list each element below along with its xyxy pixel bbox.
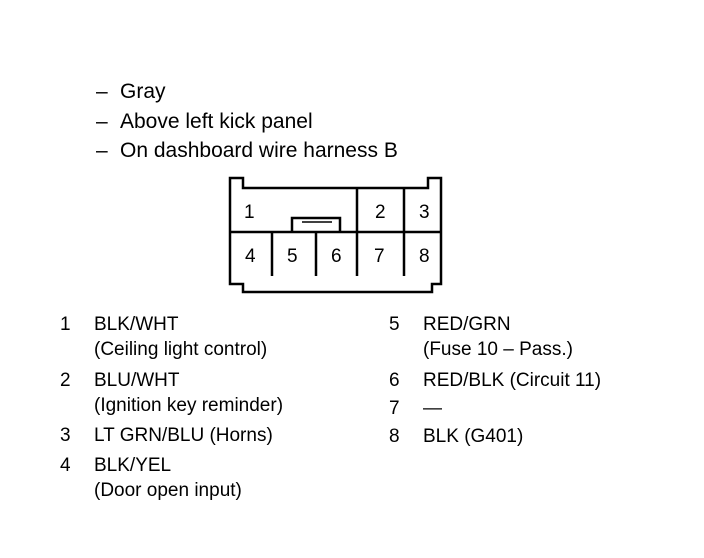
pin-number: 2 [60,370,71,391]
cavity-label-7: 7 [374,246,385,267]
header-line-location: –Above left kick panel [96,109,313,135]
header-text: On dashboard wire harness B [120,139,398,162]
wire-color: BLU/WHT [94,370,180,391]
header-text: Gray [120,80,166,103]
cavity-label-3: 3 [419,202,430,223]
wire-color: BLK/WHT [94,314,179,335]
pin-description: (Fuse 10 – Pass.) [423,339,573,360]
pin-number: 3 [60,425,71,446]
pin-number: 4 [60,455,71,476]
header-line-color: –Gray [96,79,166,105]
cavity-label-5: 5 [287,246,298,267]
pin-description: (Ignition key reminder) [94,395,284,416]
header-dash: – [96,80,108,103]
wire-color: BLK/YEL [94,455,172,476]
pin-number: 6 [389,370,400,391]
header-line-harness: –On dashboard wire harness B [96,138,398,164]
pin-number: 8 [389,426,400,447]
wire-color: LT GRN/BLU (Horns) [94,425,273,446]
header-dash: – [96,139,108,162]
pin-number: 1 [60,314,71,335]
connector-key [290,216,342,232]
pin-description: (Door open input) [94,480,242,501]
cavity-label-4: 4 [245,246,256,267]
wire-color: BLK (G401) [423,426,524,447]
cavity-label-8: 8 [419,246,430,267]
header-dash: – [96,110,108,133]
wire-color: RED/GRN [423,314,511,335]
cavity-label-2: 2 [375,202,386,223]
cavity-label-1: 1 [244,202,255,223]
wire-color: RED/BLK (Circuit 11) [423,370,602,391]
wire-color: — [423,398,442,419]
connector-housing [228,176,443,294]
pin-description: (Ceiling light control) [94,339,268,360]
header-text: Above left kick panel [120,110,313,133]
pin-number: 7 [389,398,400,419]
cavity-label-6: 6 [331,246,342,267]
pin-number: 5 [389,314,400,335]
